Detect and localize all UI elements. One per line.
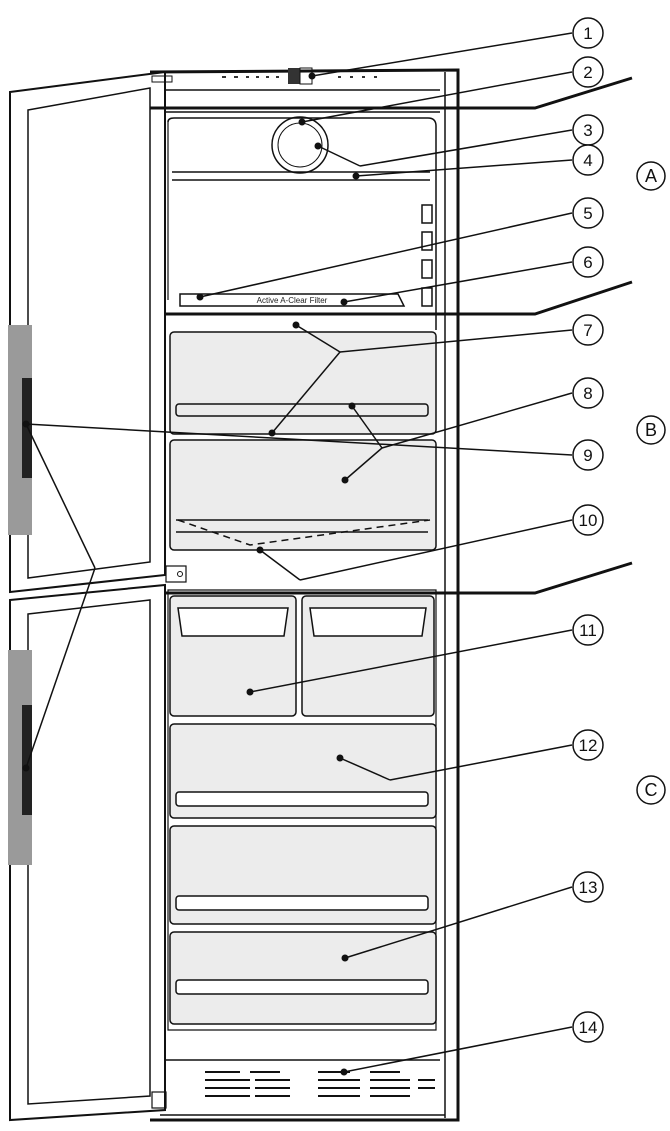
callout-number: 5 <box>583 204 592 223</box>
filter-label: Active A-Clear Filter <box>257 296 328 305</box>
callout-4: 4 <box>572 144 604 176</box>
leader-lines <box>25 32 573 1073</box>
callout-number: 8 <box>583 384 592 403</box>
callout-12: 12 <box>572 729 604 761</box>
callout-number: 3 <box>583 121 592 140</box>
callout-1: 1 <box>572 17 604 49</box>
callout-number: 12 <box>579 736 598 755</box>
callout-13: 13 <box>572 871 604 903</box>
glass-shelf <box>172 171 433 307</box>
vent-grille <box>205 1071 435 1097</box>
callout-14: 14 <box>572 1011 604 1043</box>
callout-number: 4 <box>583 151 592 170</box>
callout-8: 8 <box>572 377 604 409</box>
zone-label-a: A <box>636 161 666 191</box>
callout-10: 10 <box>572 504 604 536</box>
zone-b-drawers <box>169 331 437 551</box>
callout-3: 3 <box>572 114 604 146</box>
freezer-drawers <box>169 595 437 1025</box>
zone-letter: C <box>645 780 658 800</box>
callout-number: 7 <box>583 321 592 340</box>
callout-7: 7 <box>572 314 604 346</box>
callout-9: 9 <box>572 439 604 471</box>
callout-number: 14 <box>579 1018 598 1037</box>
callout-number: 13 <box>579 878 598 897</box>
upper-door <box>8 70 173 594</box>
active-filter: Active A-Clear Filter <box>179 293 406 307</box>
zone-label-c: C <box>636 775 666 805</box>
callout-5: 5 <box>572 197 604 229</box>
callout-number: 1 <box>583 24 592 43</box>
callout-number: 2 <box>583 63 592 82</box>
leader-dots <box>22 72 360 1076</box>
callout-number: 9 <box>583 446 592 465</box>
zone-dividers <box>150 76 633 595</box>
cabinet <box>149 68 460 1122</box>
callout-number: 10 <box>579 511 598 530</box>
callout-number: 6 <box>583 253 592 272</box>
callout-6: 6 <box>572 246 604 278</box>
zone-letter: A <box>645 166 657 186</box>
callout-2: 2 <box>572 56 604 88</box>
callout-number: 11 <box>579 621 597 640</box>
zone-letter: B <box>645 420 657 440</box>
callout-11: 11 <box>572 614 604 646</box>
zone-label-b: B <box>636 415 666 445</box>
lower-door <box>8 565 187 1122</box>
